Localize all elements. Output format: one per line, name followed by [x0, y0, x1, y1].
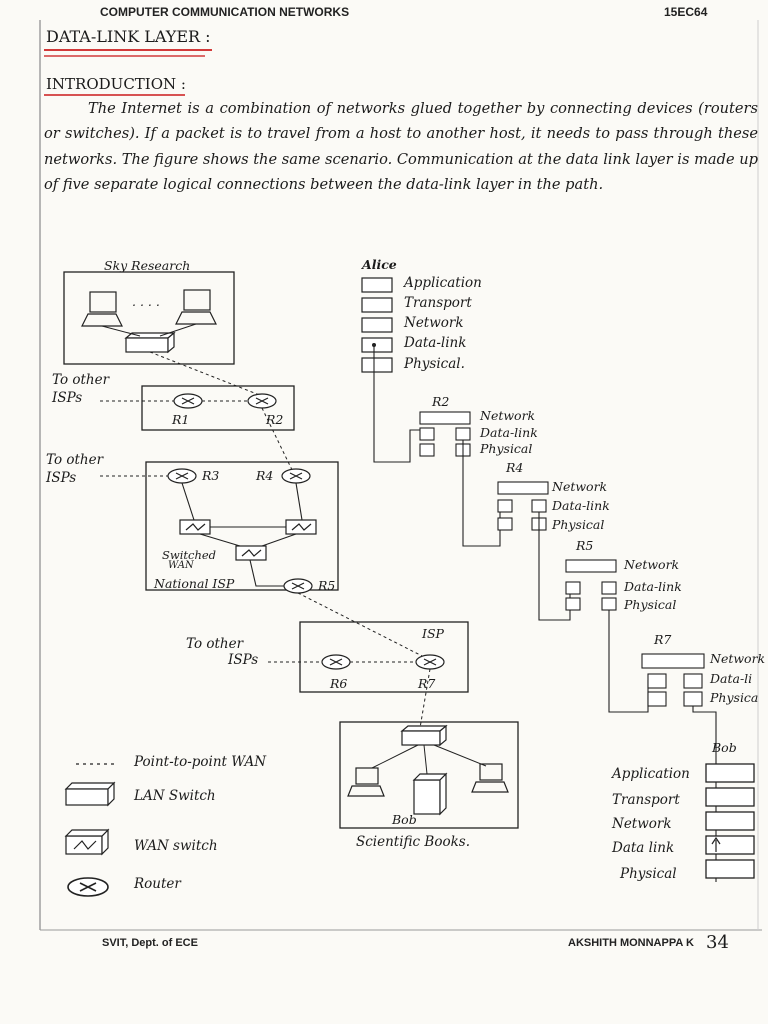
bob-layer-network: Network: [612, 816, 672, 832]
alice-layer-network: Network: [404, 315, 464, 331]
to-other-isps-label: To other: [186, 636, 244, 652]
r7-stack-label: R7: [654, 632, 672, 647]
r2-stack-label: R2: [432, 394, 450, 409]
r5-layer-physical: Physical: [624, 597, 677, 612]
bob-layer-data-link: Data link: [612, 840, 675, 856]
wan-label: WAN: [168, 560, 194, 571]
header-course: COMPUTER COMMUNICATION NETWORKS: [100, 5, 350, 19]
alice-layer-physical: Physical.: [404, 356, 465, 372]
r4-layer-network: Network: [552, 479, 608, 494]
footer-dept: SVIT, Dept. of ECE: [102, 937, 198, 949]
to-other-isps-label: To other: [52, 372, 110, 388]
section-heading: INTRODUCTION :: [46, 75, 186, 93]
alice-layer-application: Application: [404, 275, 482, 291]
footer-author: AKSHITH MONNAPPA K: [568, 937, 694, 949]
page-title: DATA-LINK LAYER :: [46, 27, 211, 46]
wan-switch-icon: [64, 828, 110, 856]
router-icon: [173, 393, 277, 409]
alice-stack: [361, 277, 393, 373]
header-code: 15EC64: [664, 5, 708, 19]
router-icon: [321, 654, 445, 670]
r7-stack: [641, 653, 705, 707]
r7-layer-physical: Physica: [710, 690, 759, 705]
r4-stack-label: R4: [506, 460, 524, 475]
legend-router: Router: [134, 876, 181, 892]
r5-stack: [565, 559, 617, 611]
router-r4-label: R4: [256, 468, 274, 483]
router-r7-label: R7: [418, 676, 436, 691]
alice-label: Alice: [362, 257, 397, 272]
router-icon: [67, 877, 109, 897]
alice-layer-data-link: Data-link: [404, 335, 467, 351]
isp-label: ISP: [422, 626, 444, 641]
wan-switch-icon: [179, 519, 317, 561]
r7-layer-data-link: Data-li: [710, 671, 753, 686]
bob-layer-application: Application: [612, 766, 690, 782]
laptop-icon: [81, 289, 217, 327]
lan-switch-icon: [400, 724, 448, 747]
r5-layer-network: Network: [624, 557, 680, 572]
bob-stack: [705, 763, 755, 879]
r2-layer-data-link: Data-link: [480, 425, 538, 440]
router-r3-label: R3: [202, 468, 220, 483]
r2-layer-network: Network: [480, 408, 536, 423]
bob-label: Bob: [712, 740, 737, 755]
isps-label: ISPs: [46, 470, 77, 486]
legend-lan-switch: LAN Switch: [134, 788, 216, 804]
to-other-isps-label: To other: [46, 452, 104, 468]
switched-wan-label: Switched: [162, 548, 217, 562]
router-icon: [167, 468, 313, 594]
router-r5-label: R5: [318, 578, 336, 593]
laptops-ellipsis: . . . .: [132, 294, 160, 309]
isps-label: ISPs: [228, 652, 259, 668]
r5-stack-label: R5: [576, 538, 594, 553]
r2-layer-physical: Physical: [480, 441, 533, 456]
lan-switch-icon: [124, 331, 176, 354]
r4-layer-data-link: Data-link: [552, 498, 610, 513]
national-isp-label: National ISP: [154, 576, 235, 591]
lan-switch-icon: [64, 781, 116, 807]
router-r1-label: R1: [172, 412, 190, 427]
router-r2-label: R2: [266, 412, 284, 427]
scientific-books-label: Scientific Books.: [356, 834, 470, 850]
sky-research-box: [63, 271, 235, 365]
r4-stack: [497, 481, 549, 531]
r4-layer-physical: Physical: [552, 517, 605, 532]
server-icon: [412, 772, 448, 816]
legend-point-to-point: Point-to-point WAN: [134, 754, 267, 770]
r5-layer-data-link: Data-link: [624, 579, 682, 594]
bob-layer-transport: Transport: [612, 792, 680, 808]
legend-wan-switch: WAN switch: [134, 838, 218, 854]
bob-layer-physical: Physical: [620, 866, 677, 882]
laptop-icon: [347, 763, 509, 797]
router-r6-label: R6: [330, 676, 348, 691]
alice-layer-transport: Transport: [404, 295, 472, 311]
sky-research-label: Sky Research: [104, 258, 191, 273]
intro-paragraph: The Internet is a combination of network…: [44, 100, 758, 194]
page-number: 34: [706, 932, 729, 953]
isps-label: ISPs: [52, 390, 83, 406]
r7-layer-network: Network: [710, 651, 766, 666]
bob-host-label: Bob: [392, 812, 417, 827]
